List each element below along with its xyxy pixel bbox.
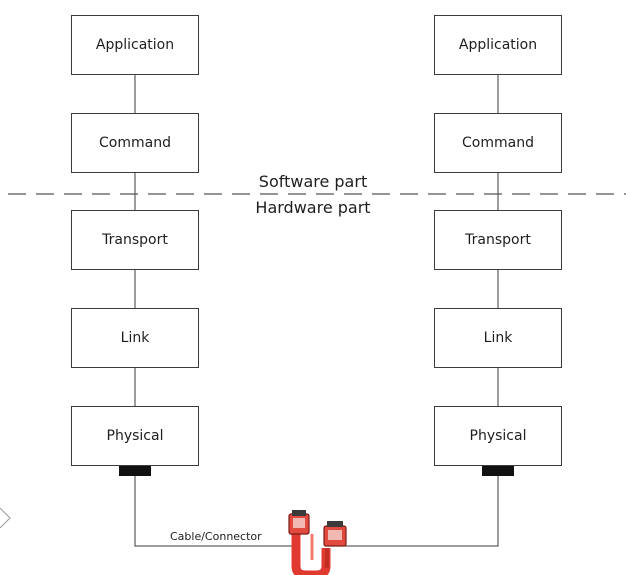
right-command-box: Command: [434, 113, 562, 173]
left-cable-wire: [134, 476, 296, 547]
left-physical-label: Physical: [106, 428, 164, 444]
software-part-label: Software part: [258, 172, 368, 191]
right-command-label: Command: [462, 135, 534, 151]
left-command-box: Command: [71, 113, 199, 173]
right-transport-box: Transport: [434, 210, 562, 270]
edge-chevron-icon: [0, 507, 11, 529]
left-physical-box: Physical: [71, 406, 199, 466]
left-application-label: Application: [95, 37, 175, 53]
cable-connector-icon: [288, 510, 347, 575]
right-transport-label: Transport: [465, 232, 531, 248]
left-transport-box: Transport: [71, 210, 199, 270]
left-transport-label: Transport: [102, 232, 168, 248]
right-physical-label: Physical: [469, 428, 527, 444]
right-cable-wire: [345, 476, 499, 547]
right-application-box: Application: [434, 15, 562, 75]
left-link-box: Link: [71, 308, 199, 368]
right-link-box: Link: [434, 308, 562, 368]
left-link-label: Link: [120, 330, 150, 346]
left-command-label: Command: [99, 135, 171, 151]
hardware-part-label: Hardware part: [255, 198, 371, 217]
right-physical-box: Physical: [434, 406, 562, 466]
right-application-label: Application: [458, 37, 538, 53]
left-application-box: Application: [71, 15, 199, 75]
left-port: [119, 466, 151, 476]
right-link-label: Link: [483, 330, 513, 346]
cable-connector-label: Cable/Connector: [170, 530, 262, 543]
right-port: [482, 466, 514, 476]
